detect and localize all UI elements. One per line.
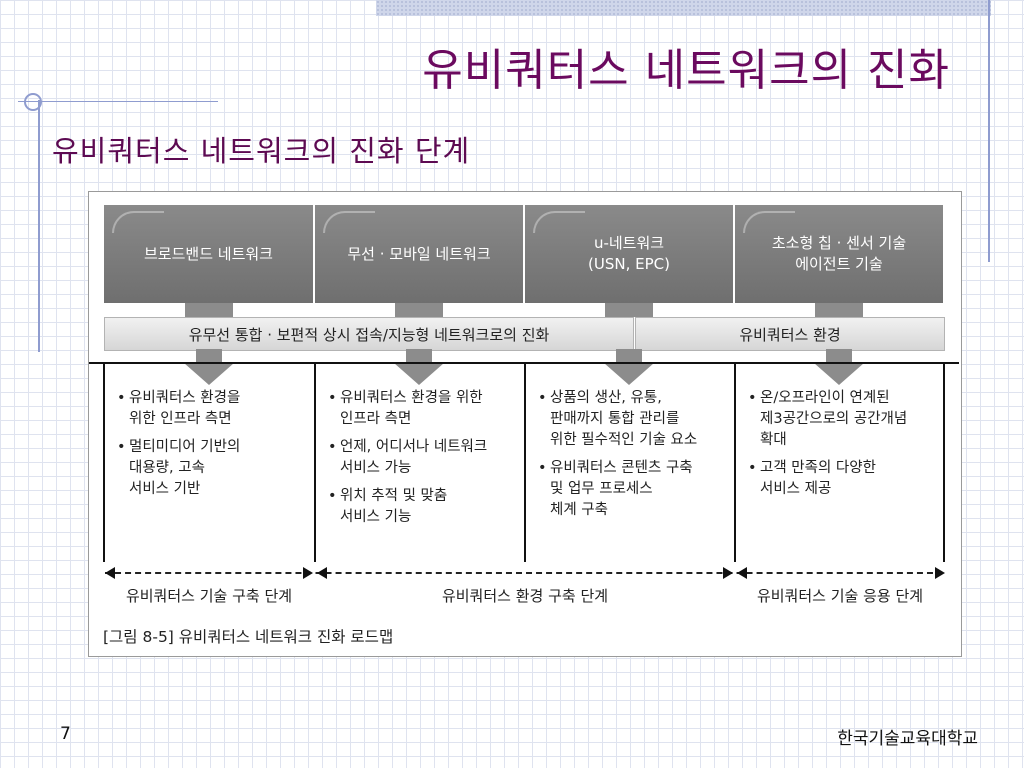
stage-arrowheads <box>105 567 945 579</box>
down-arrow <box>814 349 864 385</box>
tech-box-u-network: u-네트워크 (USN, EPC) <box>525 205 733 303</box>
bullet-item: 유비쿼터스 환경을 위한 인프라 측면 <box>117 388 308 430</box>
slide-title: 유비쿼터스 네트워크의 진화 <box>422 45 950 96</box>
column-divider <box>943 362 945 562</box>
bullet-list: 온/오프라인이 연계된 제3공간으로의 공간개념 확대 고객 만족의 다양한 서… <box>748 388 937 507</box>
bullet-list: 상품의 생산, 유통, 판매까지 통합 관리를 위한 필수적인 기술 요소 유비… <box>538 388 728 528</box>
bullet-item: 멀티미디어 기반의 대용량, 고속 서비스 기반 <box>117 437 308 500</box>
feature-column-chip-sensor: 온/오프라인이 연계된 제3공간으로의 공간개념 확대 고객 만족의 다양한 서… <box>736 362 943 559</box>
bullet-item: 위치 추적 및 맞춤 서비스 기능 <box>328 486 518 528</box>
bullet-item: 상품의 생산, 유통, 판매까지 통합 관리를 위한 필수적인 기술 요소 <box>538 388 728 451</box>
tech-box-broadband: 브로드밴드 네트워크 <box>104 205 313 303</box>
decorative-right-vline <box>988 0 990 262</box>
evolution-band: 유무선 통합 · 보편적 상시 접속/지능형 네트워크로의 진화 <box>104 317 634 351</box>
bullet-item: 유비쿼터스 환경을 위한 인프라 측면 <box>328 388 518 430</box>
connector-stub <box>815 303 863 317</box>
decorative-ring <box>24 93 42 111</box>
decorative-left-vline <box>38 100 40 352</box>
stage-label-tech-apply: 유비쿼터스 기술 응용 단계 <box>756 587 924 605</box>
feature-column-wireless-mobile: 유비쿼터스 환경을 위한 인프라 측면 언제, 어디서나 네트워크 서비스 가능… <box>316 362 524 559</box>
bullet-list: 유비쿼터스 환경을 위한 인프라 측면 언제, 어디서나 네트워크 서비스 가능… <box>328 388 518 535</box>
tech-box-chip-sensor-agent: 초소형 칩 · 센서 기술 에이전트 기술 <box>735 205 943 303</box>
bullet-item: 온/오프라인이 연계된 제3공간으로의 공간개념 확대 <box>748 388 937 451</box>
column-divider <box>734 362 736 562</box>
bullet-list: 유비쿼터스 환경을 위한 인프라 측면 멀티미디어 기반의 대용량, 고속 서비… <box>117 388 308 507</box>
column-divider <box>524 362 526 562</box>
bullet-item: 고객 만족의 다양한 서비스 제공 <box>748 458 937 500</box>
feature-column-u-network: 상품의 생산, 유통, 판매까지 통합 관리를 위한 필수적인 기술 요소 유비… <box>526 362 734 559</box>
bullet-item: 유비쿼터스 콘텐츠 구축 및 업무 프로세스 체계 구축 <box>538 458 728 521</box>
connector-stub <box>185 303 233 317</box>
down-arrow <box>184 349 234 385</box>
tech-box-wireless-mobile: 무선 · 모바일 네트워크 <box>315 205 523 303</box>
connector-stub <box>395 303 443 317</box>
stage-range-line <box>105 572 943 574</box>
decorative-hline <box>18 101 218 102</box>
organization-name: 한국기술교육대학교 <box>837 729 978 749</box>
column-divider <box>103 362 105 562</box>
bullet-item: 언제, 어디서나 네트워크 서비스 가능 <box>328 437 518 479</box>
roadmap-figure: 브로드밴드 네트워크 무선 · 모바일 네트워크 u-네트워크 (USN, EP… <box>88 191 962 657</box>
down-arrow <box>604 349 654 385</box>
feature-column-broadband: 유비쿼터스 환경을 위한 인프라 측면 멀티미디어 기반의 대용량, 고속 서비… <box>105 362 314 559</box>
figure-caption: [그림 8-5] 유비쿼터스 네트워크 진화 로드맵 <box>103 628 394 646</box>
page-number: 7 <box>60 724 71 744</box>
connector-stub <box>605 303 653 317</box>
ubiquitous-environment-band: 유비쿼터스 환경 <box>635 317 945 351</box>
stage-label-tech-build: 유비쿼터스 기술 구축 단계 <box>125 587 293 605</box>
stage-label-env-build: 유비쿼터스 환경 구축 단계 <box>441 587 609 605</box>
slide-subtitle: 유비쿼터스 네트워크의 진화 단계 <box>52 134 471 168</box>
decorative-top-band <box>376 0 991 16</box>
column-divider <box>314 362 316 562</box>
down-arrow <box>394 349 444 385</box>
